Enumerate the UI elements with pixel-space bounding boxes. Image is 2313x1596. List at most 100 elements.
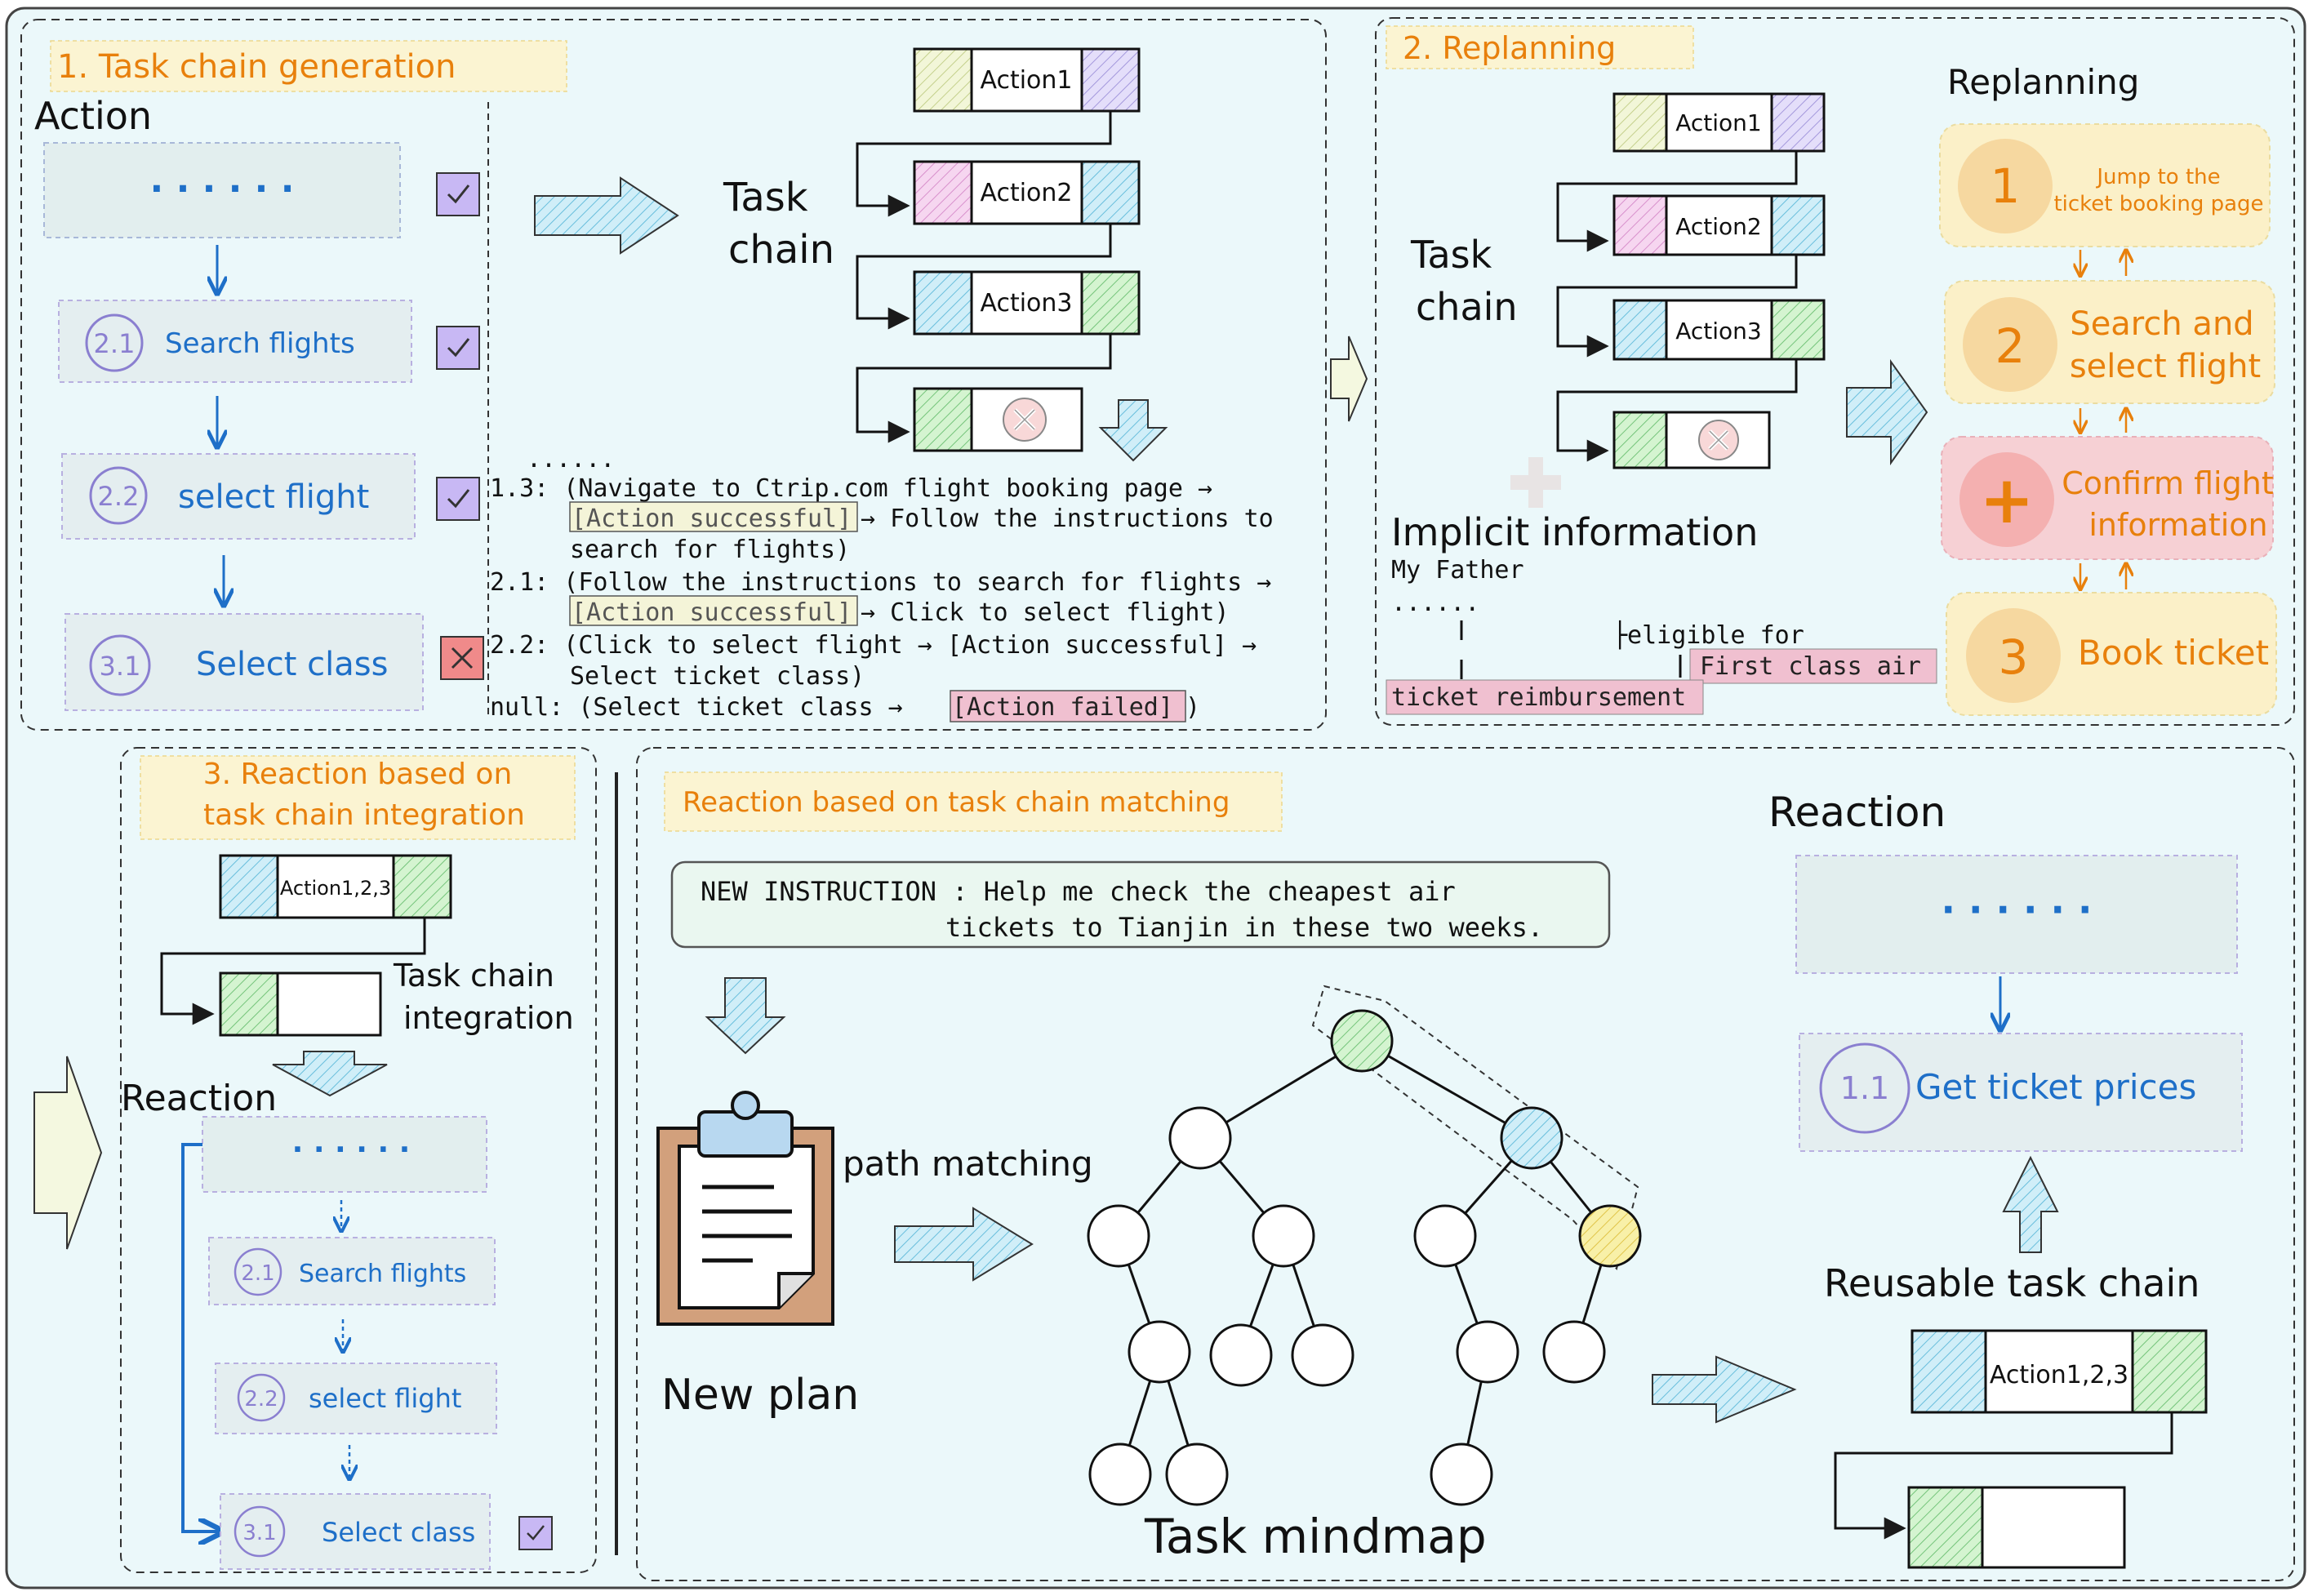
svg-text:→ Click to select flight): → Click to select flight) [861, 598, 1230, 627]
action-label: Action1,2,3 [280, 877, 391, 900]
skip-arrow [181, 1143, 222, 1532]
big-arrow-icon [534, 176, 679, 255]
step-label: Get ticket prices [1915, 1067, 2196, 1107]
reaction-dots: · · · · · · [292, 1133, 411, 1167]
action-label: Action3 [980, 289, 1072, 318]
integrated-task-chain: Action1,2,3 [160, 854, 452, 1037]
task-chain-label: Task [723, 175, 808, 220]
reaction-title: Reaction [121, 1078, 277, 1119]
action-dots-box [43, 142, 401, 238]
down-arrow-icon [705, 977, 786, 1055]
svg-text:1.3: (Navigate to Ctrip.com fl: 1.3: (Navigate to Ctrip.com flight booki… [490, 474, 1212, 503]
path-matching-label: path matching [843, 1144, 1093, 1184]
chain-connector [856, 334, 1112, 443]
panel-replanning [1375, 17, 2295, 726]
section-title-box [1386, 25, 1694, 69]
svg-text:): ) [1185, 693, 1200, 722]
check-icon [447, 184, 470, 204]
svg-text:2.1: (Follow the instructions: 2.1: (Follow the instructions to search … [490, 568, 1271, 597]
step-label: information [2088, 507, 2267, 543]
panel-reaction-integration [120, 747, 597, 1573]
down-arrow-icon [272, 1051, 388, 1097]
task-mindmap-tree [1087, 985, 1642, 1506]
step-number: 2.1 [94, 328, 136, 359]
implicit-reimbursement: ticket reimbursement [1391, 683, 1686, 712]
big-arrow-icon [1652, 1355, 1797, 1424]
task-chain-integration-label: integration [403, 1000, 574, 1036]
svg-text:null: (Select ticket class →: null: (Select ticket class → [490, 693, 903, 722]
panel-reaction-matching [636, 747, 2295, 1581]
task-chain-panel2: Action1 Action2 Action3 [1556, 92, 1826, 469]
svg-text:2.2: (Click to select flight →: 2.2: (Click to select flight → [Action s… [490, 631, 1257, 660]
section-title-reaction-matching: Reaction based on task chain matching [683, 786, 1230, 819]
chain-connector [160, 918, 426, 1025]
status-check-box [518, 1516, 553, 1550]
check-icon [527, 1525, 545, 1540]
chain-connector [1834, 1412, 2173, 1540]
down-arrow-icon [1098, 399, 1168, 462]
step-label: Select class [196, 646, 388, 683]
task-chain-integration-label: Task chain [393, 958, 554, 994]
reusable-task-chain-label: Reusable task chain [1824, 1261, 2200, 1305]
step-label: Select class [322, 1517, 475, 1548]
panel-task-chain-generation [20, 19, 1327, 731]
step-number: 1.1 [1840, 1070, 1889, 1106]
action-label: Action1 [980, 66, 1072, 95]
step-badge [237, 1373, 286, 1422]
status-check-box [436, 172, 480, 216]
chain-connector [1556, 151, 1798, 252]
action-dots: · · · · · · [150, 168, 295, 210]
task-chain-label: chain [1416, 285, 1518, 329]
step-label: Jump to the [2095, 165, 2220, 189]
implicit-my-father: My Father [1391, 556, 1524, 585]
svg-text:Select ticket class): Select ticket class) [570, 662, 865, 691]
step-badge [89, 466, 148, 525]
action-successful-tag: [Action successful] [572, 598, 852, 627]
action-label: Action2 [980, 179, 1072, 207]
task-mindmap-label: Task mindmap [1144, 1509, 1487, 1564]
chain-connector [856, 224, 1112, 330]
section-title-box [664, 771, 1283, 832]
step-badge [85, 313, 144, 372]
step-badge [1959, 452, 2054, 547]
step-label: Search flights [299, 1260, 466, 1288]
step-badge [89, 634, 151, 696]
step-number: 2.2 [98, 481, 140, 512]
step-number: 3 [1999, 629, 2029, 685]
task-chain-label: chain [728, 227, 834, 273]
new-instruction-box [670, 860, 1611, 949]
step-badge [1963, 297, 2057, 392]
execution-log: ...... 1.3: (Navigate to Ctrip.com fligh… [490, 445, 1274, 722]
action-label: Action2 [1675, 213, 1762, 240]
step-number: 2 [1995, 318, 2026, 374]
action-successful-tag: [Action successful] [572, 505, 852, 533]
step-badge [234, 1247, 282, 1296]
new-instruction-text: tickets to Tianjin in these two weeks. [945, 912, 1543, 943]
step-label: Confirm flight [2062, 465, 2273, 501]
action-failed-tag: [Action failed] [952, 693, 1173, 722]
step-label: select flight [2070, 348, 2261, 385]
implicit-first-class: First class air [1700, 652, 1921, 681]
section-title-box [50, 40, 567, 92]
implicit-information-title: Implicit information [1391, 510, 1758, 554]
step-number: 1 [1991, 158, 2021, 214]
step-box-3-1 [220, 1493, 491, 1570]
step-box-2-1 [58, 300, 412, 383]
check-icon [447, 489, 470, 509]
reusable-task-chain: Action1,2,3 [1834, 1329, 2208, 1569]
plus-step-icon: + [1979, 462, 2034, 538]
action-label: Action1,2,3 [1990, 1361, 2128, 1389]
replanning-title: Replanning [1947, 62, 2139, 102]
big-arrow-icon [894, 1207, 1034, 1282]
task-chain-label: Task [1410, 233, 1492, 277]
implicit-eligible: ├eligible for [1612, 620, 1804, 650]
clipboard-icon [656, 1091, 834, 1326]
step-number: 2.2 [244, 1387, 278, 1412]
step-label: Book ticket [2078, 633, 2269, 673]
chain-connector [1556, 359, 1798, 462]
check-icon [447, 338, 470, 358]
up-arrow-icon [2002, 1155, 2059, 1253]
step-label: select flight [178, 478, 369, 516]
step-number: 3.1 [242, 1521, 276, 1545]
implicit-ellipsis: ...... [1391, 589, 1479, 617]
